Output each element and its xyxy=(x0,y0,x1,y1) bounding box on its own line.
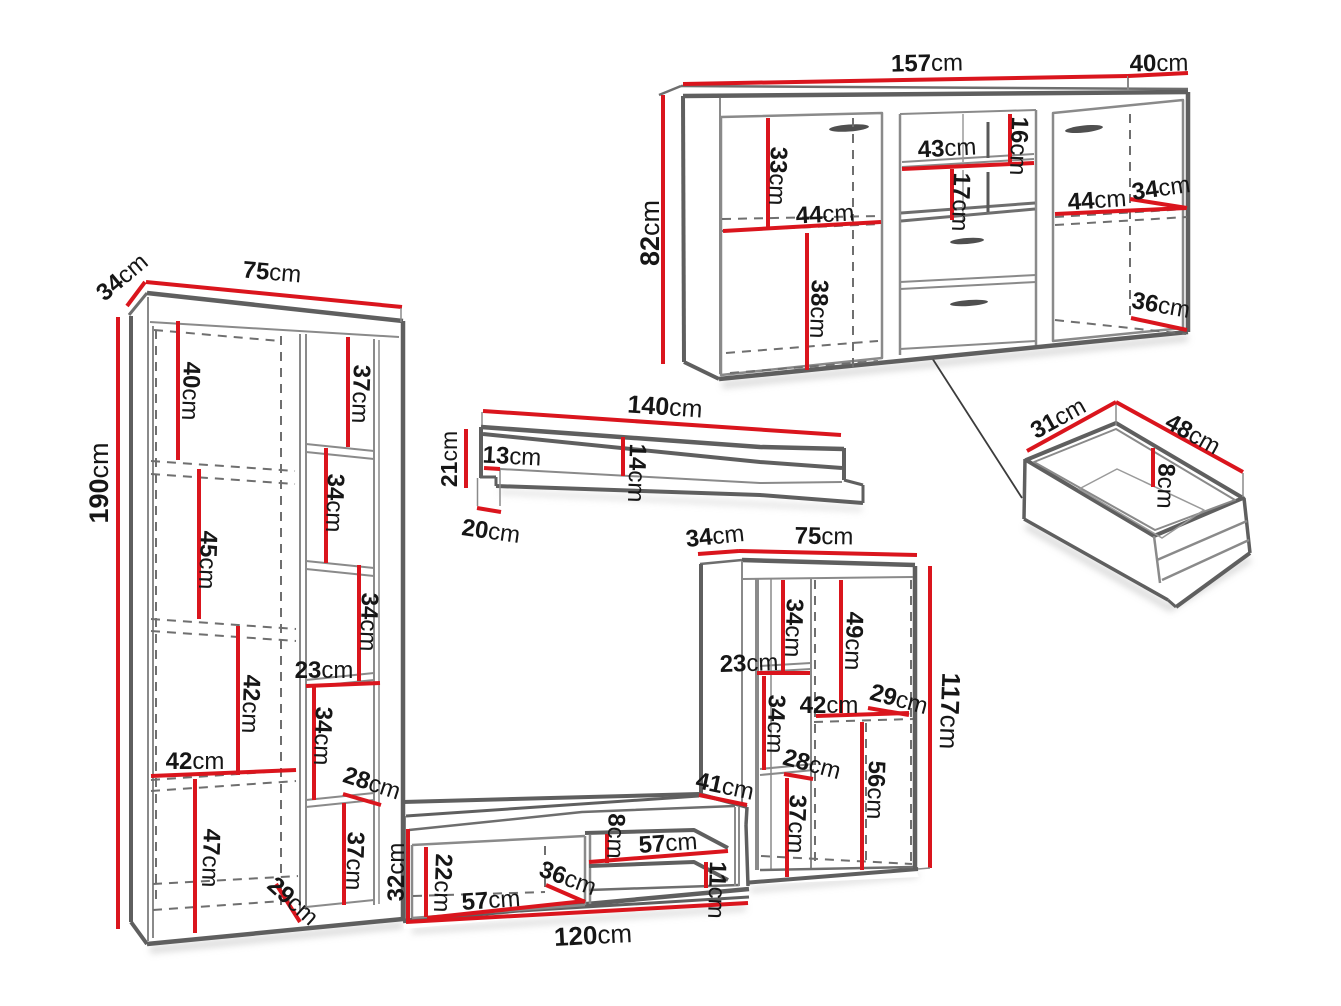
svg-text:49cm: 49cm xyxy=(839,611,868,671)
svg-text:8cm: 8cm xyxy=(602,813,631,859)
svg-text:34cm: 34cm xyxy=(320,473,349,533)
svg-text:120cm: 120cm xyxy=(553,918,633,952)
svg-text:33cm: 33cm xyxy=(763,146,792,206)
svg-text:42cm: 42cm xyxy=(800,692,859,719)
svg-text:23cm: 23cm xyxy=(295,657,354,684)
svg-text:13cm: 13cm xyxy=(482,441,542,471)
svg-text:34cm: 34cm xyxy=(308,706,337,766)
svg-text:20cm: 20cm xyxy=(460,514,522,549)
svg-text:8cm: 8cm xyxy=(1152,463,1181,509)
svg-text:140cm: 140cm xyxy=(627,390,704,423)
svg-text:36cm: 36cm xyxy=(1130,287,1192,324)
svg-text:57cm: 57cm xyxy=(638,827,698,858)
svg-text:47cm: 47cm xyxy=(196,828,225,888)
svg-text:43cm: 43cm xyxy=(917,133,977,163)
svg-text:16cm: 16cm xyxy=(1004,116,1033,176)
svg-text:38cm: 38cm xyxy=(804,279,833,339)
svg-text:57cm: 57cm xyxy=(461,884,521,915)
svg-text:75cm: 75cm xyxy=(794,522,853,550)
svg-text:56cm: 56cm xyxy=(861,760,890,820)
svg-text:32cm: 32cm xyxy=(383,843,410,902)
svg-text:190cm: 190cm xyxy=(84,442,114,523)
svg-text:11cm: 11cm xyxy=(703,861,732,919)
svg-text:34cm: 34cm xyxy=(761,694,790,754)
svg-text:34cm: 34cm xyxy=(1130,171,1192,206)
svg-text:40cm: 40cm xyxy=(1129,49,1188,77)
svg-text:42cm: 42cm xyxy=(236,674,265,734)
svg-text:34cm: 34cm xyxy=(354,592,383,652)
svg-text:37cm: 37cm xyxy=(782,794,811,854)
svg-text:44cm: 44cm xyxy=(1067,184,1127,215)
svg-text:14cm: 14cm xyxy=(622,443,651,503)
svg-text:117cm: 117cm xyxy=(934,672,967,750)
svg-text:37cm: 37cm xyxy=(346,364,375,424)
svg-text:22cm: 22cm xyxy=(428,853,457,913)
svg-text:34cm: 34cm xyxy=(684,520,745,553)
svg-text:17cm: 17cm xyxy=(946,172,975,232)
svg-text:40cm: 40cm xyxy=(176,361,205,421)
svg-text:34cm: 34cm xyxy=(779,598,808,658)
svg-text:42cm: 42cm xyxy=(166,748,225,775)
svg-text:44cm: 44cm xyxy=(795,199,855,229)
svg-text:41cm: 41cm xyxy=(693,767,756,806)
svg-text:75cm: 75cm xyxy=(242,256,303,288)
svg-text:157cm: 157cm xyxy=(891,49,964,77)
svg-text:82cm: 82cm xyxy=(635,200,665,266)
svg-text:45cm: 45cm xyxy=(193,530,222,590)
svg-text:21cm: 21cm xyxy=(436,431,462,487)
svg-text:23cm: 23cm xyxy=(719,648,779,677)
svg-text:37cm: 37cm xyxy=(340,831,369,891)
